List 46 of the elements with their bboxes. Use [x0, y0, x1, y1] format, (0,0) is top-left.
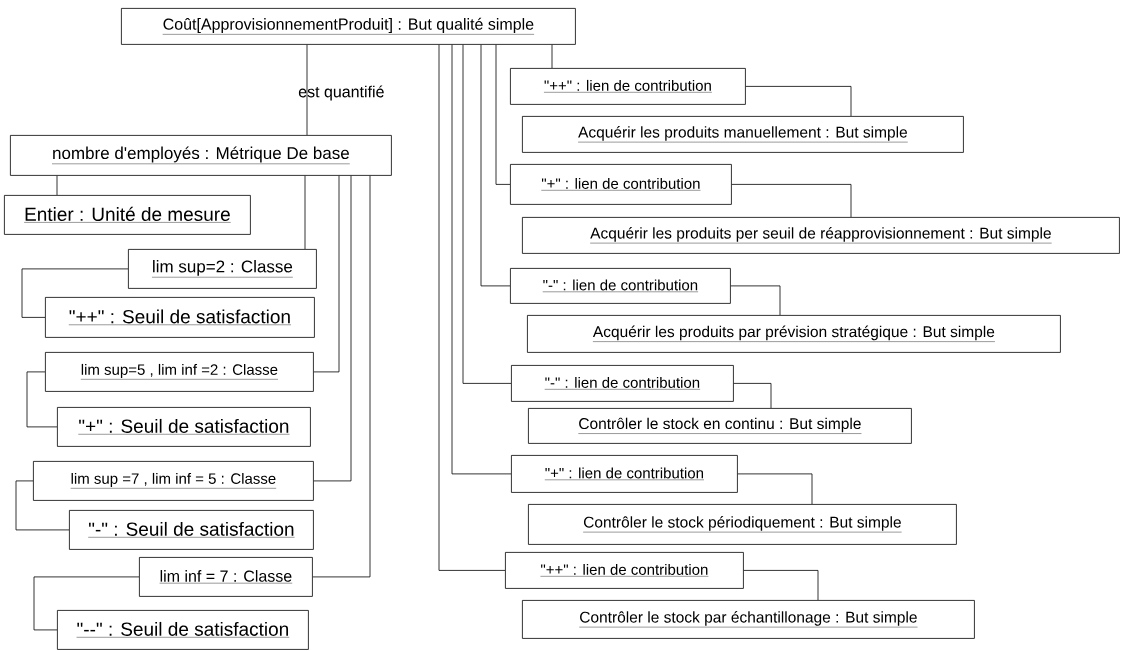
- connector: [737, 473, 813, 505]
- object-box: "++" : Seuil de satisfaction: [45, 297, 315, 338]
- object-box: Acquérir les produits per seuil de réapprovisionnement : But simple: [522, 217, 1120, 254]
- object-box: Acquérir les produits par prévision stratégique : But simple: [527, 315, 1061, 353]
- connector: [304, 175, 306, 250]
- object-box: lim inf = 7 : Classe: [139, 557, 313, 597]
- connector: [313, 175, 352, 482]
- object-box: Contrôler le stock périodiquement : But simple: [528, 504, 957, 545]
- connector: [56, 175, 58, 196]
- object-box: "+" : lien de contribution: [511, 455, 738, 493]
- connector: [15, 480, 70, 531]
- object-box: Acquérir les produits manuellement : But simple: [522, 116, 964, 153]
- object-box: "--" : Seuil de satisfaction: [57, 610, 309, 650]
- connector: [33, 576, 140, 631]
- object-box: "-" : Seuil de satisfaction: [69, 510, 314, 550]
- object-box: Coût[ApprovisionnementProduit] : But qualité simple: [121, 8, 576, 45]
- object-box: "+" : lien de contribution: [510, 164, 732, 205]
- connector: [495, 44, 511, 185]
- connector: [551, 44, 553, 69]
- object-box: lim sup =7 , lim inf = 5 : Classe: [33, 461, 314, 501]
- object-box: "+" : Seuil de satisfaction: [57, 407, 311, 447]
- object-box: nombre d'employés : Métrique De base: [10, 135, 392, 176]
- connector: [743, 570, 819, 601]
- object-box: lim sup=2 : Classe: [128, 249, 317, 289]
- connector: [730, 285, 781, 316]
- connector: [451, 44, 512, 475]
- object-box: lim sup=5 , lim inf =2 : Classe: [45, 352, 314, 392]
- connector: [21, 268, 129, 318]
- connector: [462, 44, 512, 384]
- object-box: "-" : lien de contribution: [510, 268, 731, 304]
- edge-label: est quantifié: [298, 85, 384, 101]
- connector: [306, 44, 308, 136]
- connector: [745, 86, 852, 117]
- connector: [313, 175, 340, 373]
- connector: [733, 383, 772, 409]
- object-box: Contrôler le stock en continu : But simple: [528, 408, 912, 444]
- object-box: Entier : Unité de mesure: [4, 195, 251, 235]
- connector: [480, 44, 511, 287]
- object-box: Contrôler le stock par échantillonage : But simple: [522, 600, 975, 639]
- object-box: "++" : lien de contribution: [510, 68, 746, 105]
- connector: [312, 175, 371, 578]
- connector: [26, 371, 58, 428]
- object-box: "++" : lien de contribution: [505, 552, 744, 589]
- connector: [731, 184, 852, 218]
- connector: [438, 44, 506, 571]
- object-box: "-" : lien de contribution: [511, 365, 734, 402]
